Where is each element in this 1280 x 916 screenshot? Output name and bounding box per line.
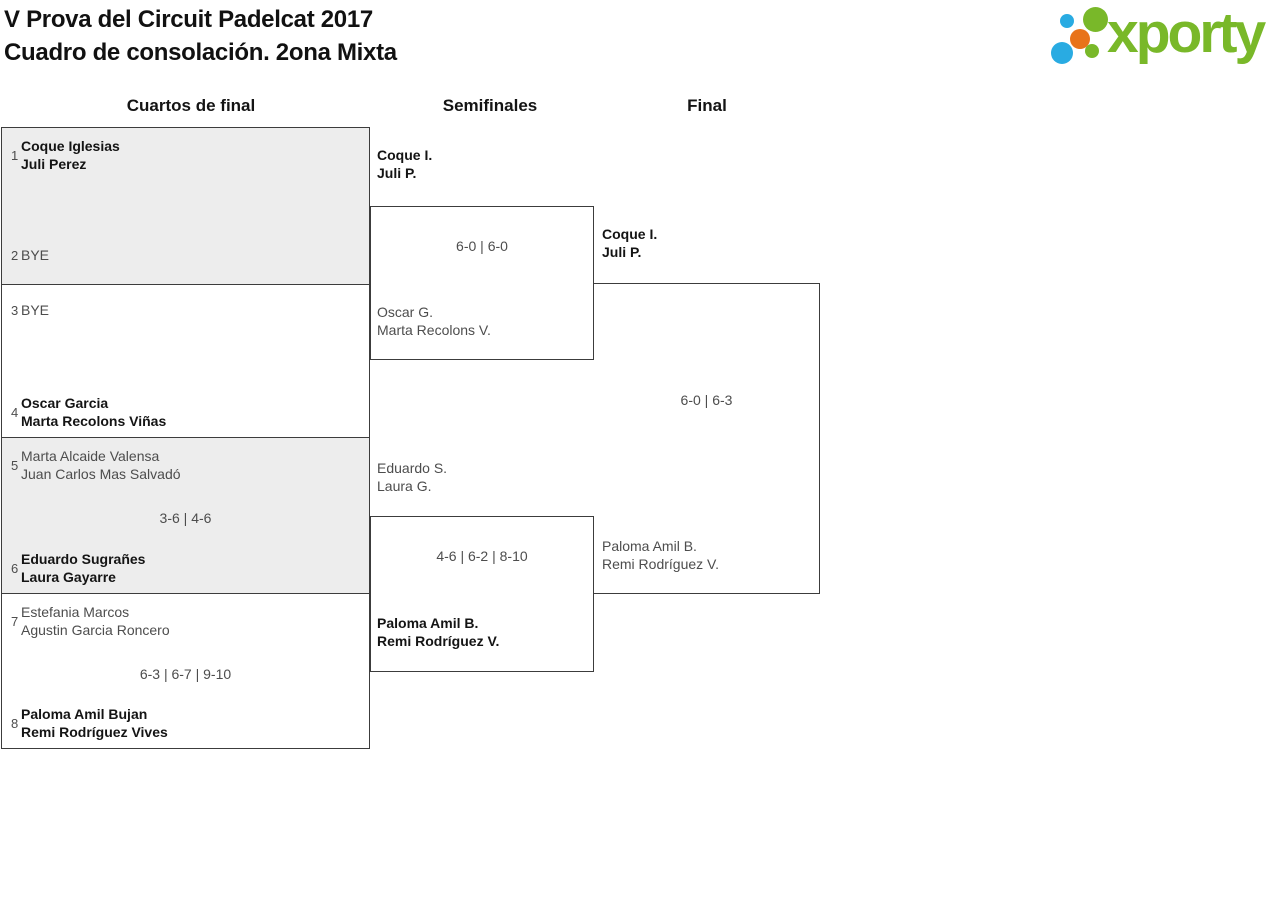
match-score: 3-6 | 4-6 bbox=[159, 510, 212, 526]
match-quarterfinal-2: 3 BYE 4 Oscar Garcia Marta Recolons Viña… bbox=[2, 284, 369, 437]
seed-number: 8 bbox=[11, 715, 19, 731]
team-label: Coque I. Juli P. bbox=[602, 226, 658, 260]
team-label: Eduardo S. Laura G. bbox=[377, 460, 448, 494]
logo-wordmark: xporty bbox=[1107, 1, 1266, 65]
team-names: BYE bbox=[21, 247, 50, 263]
team-entry: 8 Paloma Amil Bujan Remi Rodríguez Vives bbox=[2, 705, 168, 741]
seed-number: 4 bbox=[11, 404, 19, 420]
round-header-semifinals: Semifinales bbox=[442, 96, 538, 115]
match-semifinal-2: 4-6 | 6-2 | 8-10 bbox=[370, 516, 594, 672]
logo-dot-green-large-icon bbox=[1083, 7, 1108, 32]
seed-number: 2 bbox=[11, 247, 19, 263]
logo-dot-blue-small-icon bbox=[1060, 14, 1074, 28]
match-semifinal-1: 6-0 | 6-0 bbox=[370, 206, 594, 360]
team-entry: 3 BYE bbox=[2, 301, 49, 319]
team-entry: 1 Coque Iglesias Juli Perez bbox=[2, 137, 120, 173]
team-names: Eduardo Sugrañes Laura Gayarre bbox=[21, 551, 146, 585]
team-label: Coque I. Juli P. bbox=[377, 147, 433, 181]
seed-number: 1 bbox=[11, 147, 19, 163]
team-label: Paloma Amil B. Remi Rodríguez V. bbox=[602, 538, 719, 572]
team-entry: 2 BYE bbox=[2, 246, 49, 264]
team-names: Marta Alcaide Valensa Juan Carlos Mas Sa… bbox=[21, 448, 181, 482]
match-final: 6-0 | 6-3 bbox=[594, 283, 820, 594]
seed-number: 6 bbox=[11, 560, 19, 576]
team-entry: 4 Oscar Garcia Marta Recolons Viñas bbox=[2, 394, 166, 430]
round-header-final: Final bbox=[687, 96, 727, 115]
match-quarterfinal-3: 5 Marta Alcaide Valensa Juan Carlos Mas … bbox=[2, 437, 369, 593]
page-title-line1: V Prova del Circuit Padelcat 2017 bbox=[4, 6, 373, 33]
team-label: Oscar G. Marta Recolons V. bbox=[377, 304, 491, 338]
match-score: 4-6 | 6-2 | 8-10 bbox=[436, 548, 528, 564]
team-entry: 6 Eduardo Sugrañes Laura Gayarre bbox=[2, 550, 145, 586]
match-quarterfinal-1: 1 Coque Iglesias Juli Perez 2 BYE bbox=[2, 128, 369, 284]
xporty-logo[interactable]: xporty bbox=[1045, 0, 1280, 78]
seed-number: 3 bbox=[11, 302, 19, 318]
team-entry: 7 Estefania Marcos Agustin Garcia Roncer… bbox=[2, 603, 170, 639]
quarterfinals-column: 1 Coque Iglesias Juli Perez 2 BYE 3 BYE bbox=[1, 127, 370, 749]
logo-dot-orange-icon bbox=[1070, 29, 1090, 49]
team-entry: 5 Marta Alcaide Valensa Juan Carlos Mas … bbox=[2, 447, 181, 483]
team-label: Paloma Amil B. Remi Rodríguez V. bbox=[377, 615, 500, 649]
page-title: V Prova del Circuit Padelcat 2017 Cuadro… bbox=[4, 3, 397, 69]
match-score: 6-0 | 6-3 bbox=[680, 392, 733, 408]
match-score: 6-3 | 6-7 | 9-10 bbox=[139, 666, 232, 682]
team-names: Oscar Garcia Marta Recolons Viñas bbox=[21, 395, 167, 429]
team-names: BYE bbox=[21, 302, 50, 318]
seed-number: 7 bbox=[11, 613, 19, 629]
seed-number: 5 bbox=[11, 457, 19, 473]
logo-dot-blue-large-icon bbox=[1051, 42, 1073, 64]
round-header-quarterfinals: Cuartos de final bbox=[126, 96, 256, 115]
logo-dot-green-small-icon bbox=[1085, 44, 1099, 58]
page-title-line2: Cuadro de consolación. 2ona Mixta bbox=[4, 39, 397, 66]
match-score: 6-0 | 6-0 bbox=[456, 238, 508, 254]
team-names: Coque Iglesias Juli Perez bbox=[21, 138, 120, 172]
team-names: Paloma Amil Bujan Remi Rodríguez Vives bbox=[21, 706, 168, 740]
match-quarterfinal-4: 7 Estefania Marcos Agustin Garcia Roncer… bbox=[2, 593, 369, 748]
team-names: Estefania Marcos Agustin Garcia Roncero bbox=[21, 604, 170, 638]
